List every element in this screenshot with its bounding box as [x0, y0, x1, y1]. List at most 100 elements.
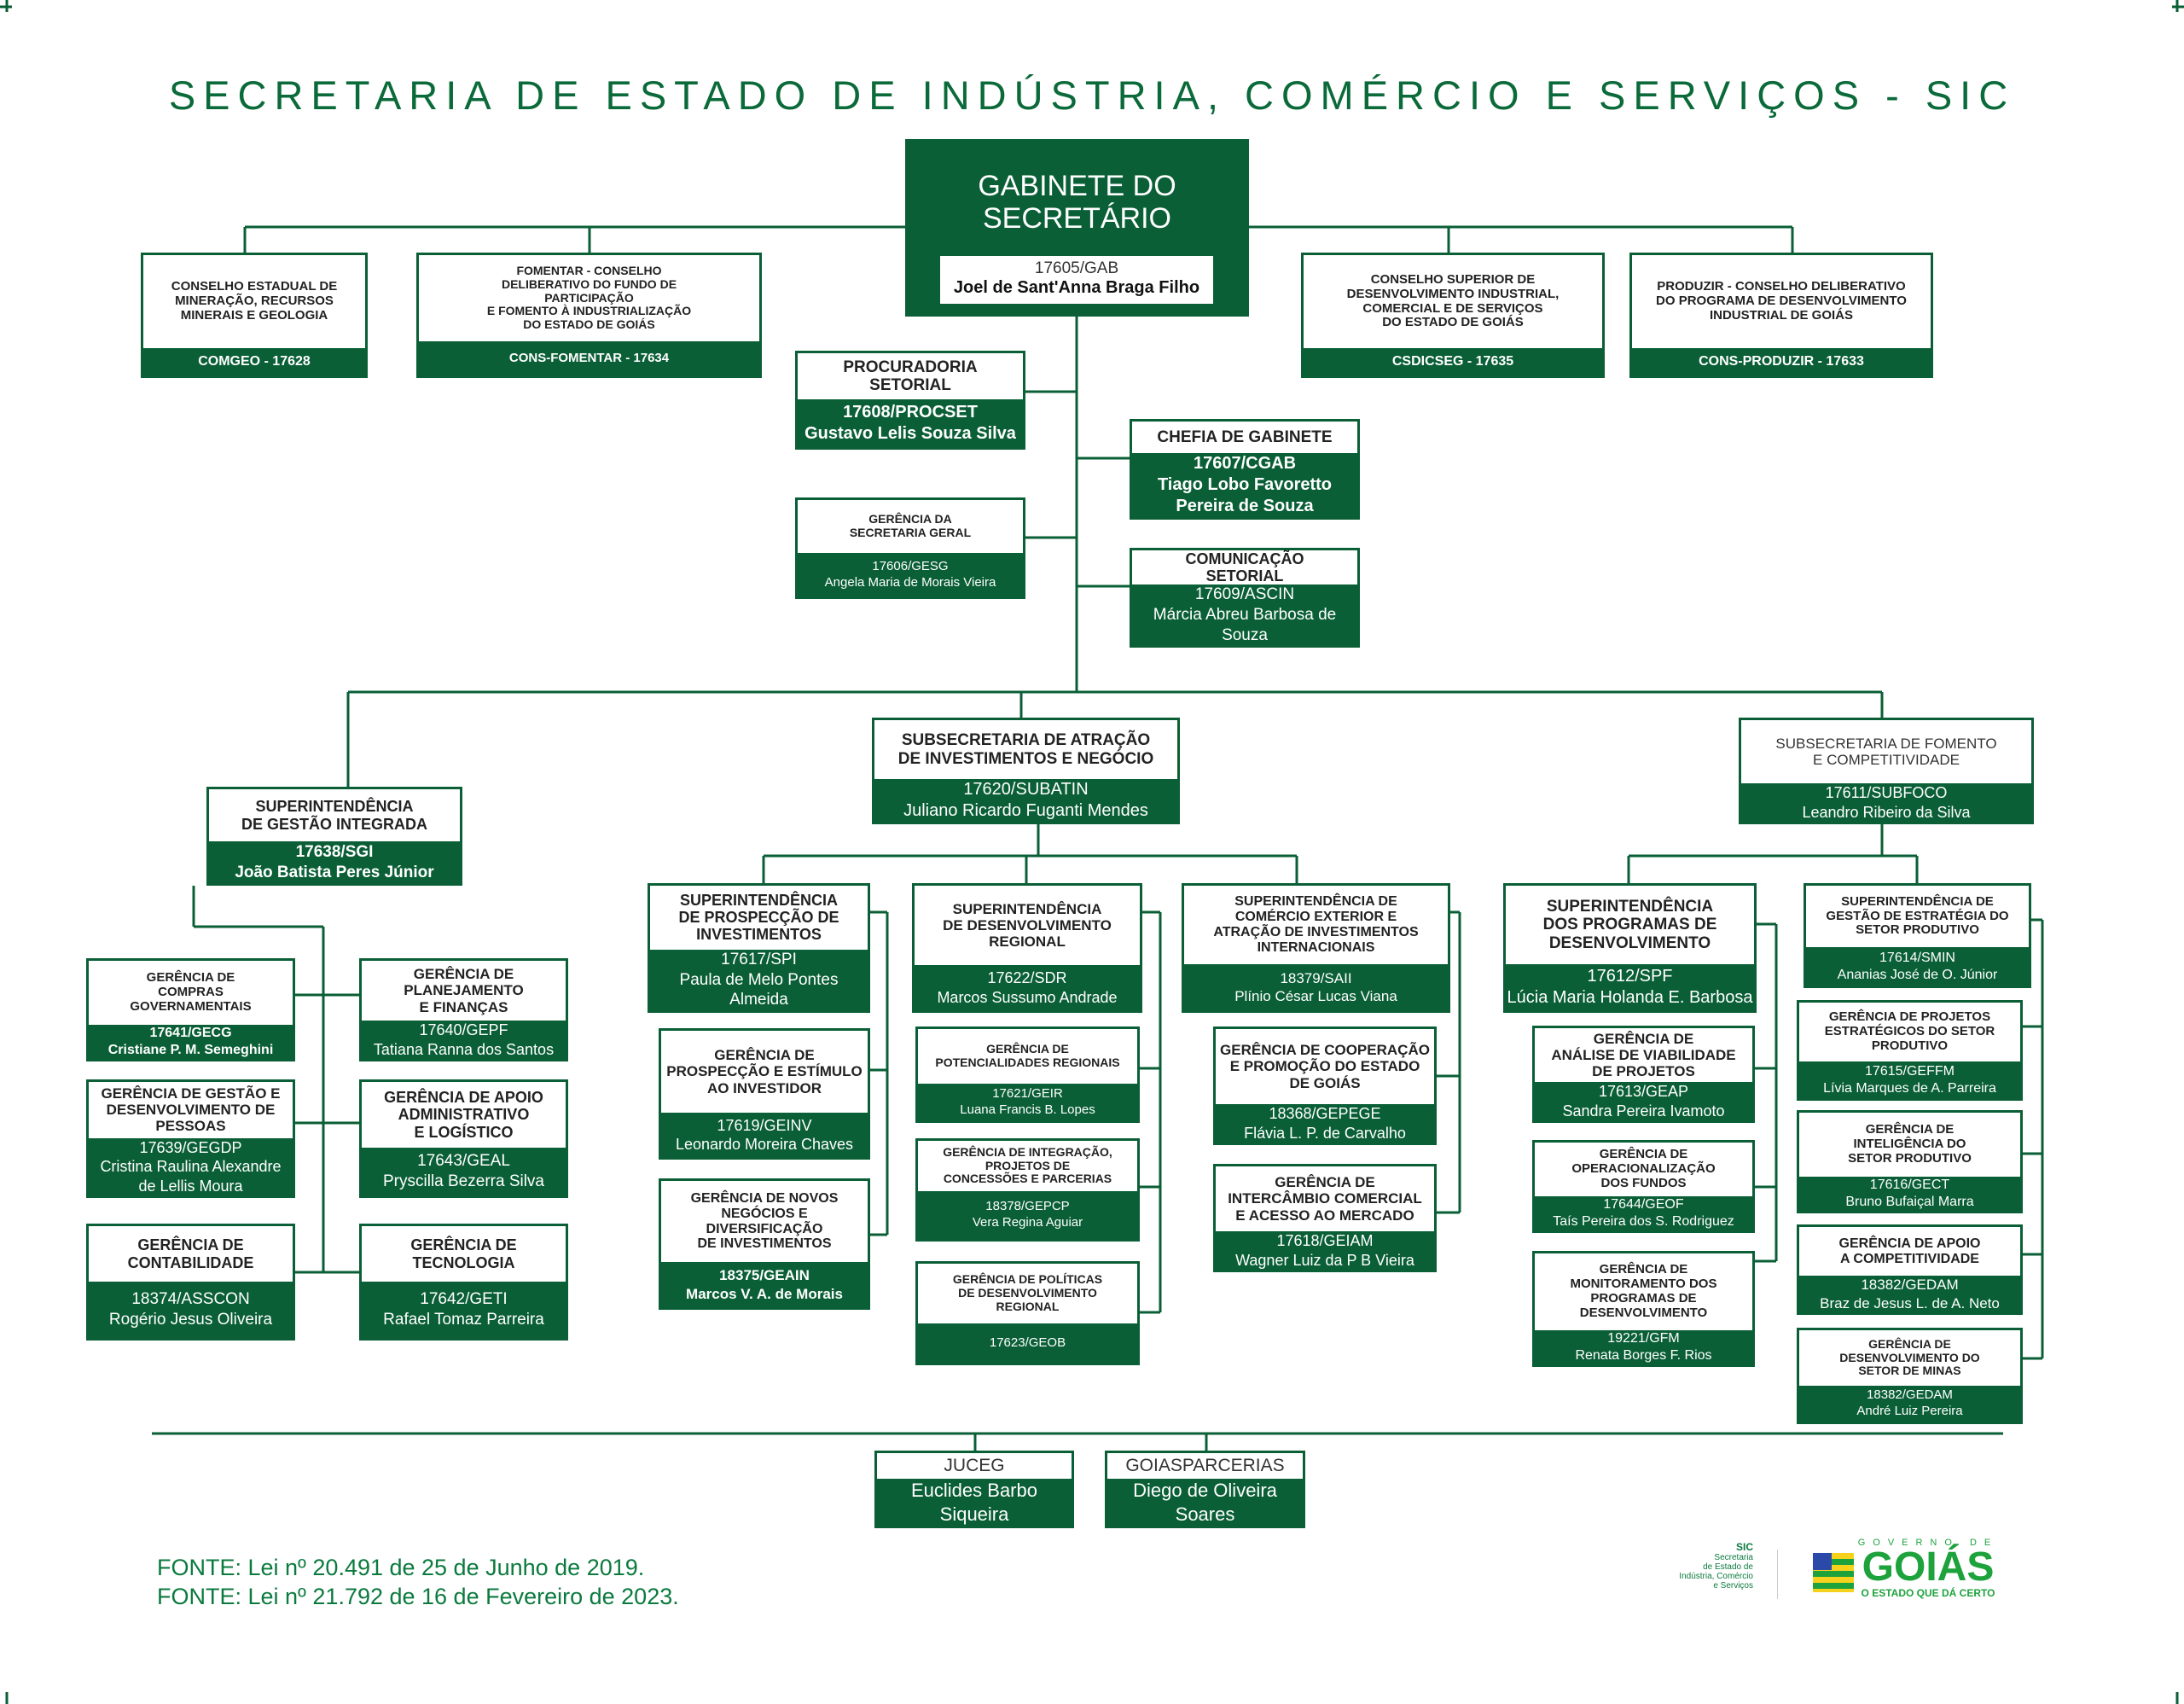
org-box-name: Bruno Bufaiçal Marra — [1845, 1195, 1974, 1209]
gov-top: GOVERNO DE — [1857, 1538, 1999, 1548]
org-box-title: GOIASPARCERIAS — [1107, 1453, 1303, 1479]
org-box-code: 17606/GESG — [872, 558, 949, 573]
org-box-code: 17611/SUBFOCO — [1825, 784, 1948, 801]
org-box-geal[interactable]: GERÊNCIA DE APOIO ADMINISTRATIVO E LOGÍS… — [359, 1079, 568, 1198]
org-box-code: 17612/SPF — [1587, 967, 1673, 986]
org-box-gepege[interactable]: GERÊNCIA DE COOPERAÇÃO E PROMOÇÃO DO EST… — [1213, 1026, 1437, 1145]
org-box-gect[interactable]: GERÊNCIA DE INTELIGÊNCIA DO SETOR PRODUT… — [1797, 1110, 2023, 1213]
org-box-title: GERÊNCIA DE APOIO A COMPETITIVIDADE — [1799, 1227, 2020, 1276]
org-box-details: Diego de Oliveira Soares — [1107, 1479, 1303, 1526]
org-box-title: CONSELHO SUPERIOR DE DESENVOLVIMENTO IND… — [1304, 255, 1602, 348]
org-box-gegdp[interactable]: GERÊNCIA DE GESTÃO E DESENVOLVIMENTO DE … — [86, 1079, 295, 1198]
org-box-subatin[interactable]: SUBSECRETARIA DE ATRAÇÃO DE INVESTIMENTO… — [872, 718, 1180, 824]
org-box-code: 17623/GEOB — [989, 1335, 1066, 1350]
org-box-gepcp[interactable]: GERÊNCIA DE INTEGRAÇÃO, PROJETOS DE CONC… — [915, 1138, 1140, 1242]
org-box-geob[interactable]: GERÊNCIA DE POLÍTICAS DE DESENVOLVIMENTO… — [915, 1261, 1140, 1365]
org-box-sdr[interactable]: SUPERINTENDÊNCIA DE DESENVOLVIMENTO REGI… — [912, 883, 1142, 1013]
org-box-csdicseg[interactable]: CONSELHO SUPERIOR DE DESENVOLVIMENTO IND… — [1301, 253, 1605, 378]
org-box-title: GERÊNCIA DE INTEGRAÇÃO, PROJETOS DE CONC… — [918, 1141, 1137, 1191]
org-box-title: GERÊNCIA DE GESTÃO E DESENVOLVIMENTO DE … — [89, 1082, 293, 1138]
org-box-geain[interactable]: GERÊNCIA DE NOVOS NEGÓCIOS E DIVERSIFICA… — [659, 1178, 870, 1310]
org-box-code: 18379/SAII — [1280, 969, 1352, 986]
org-box-spi[interactable]: SUPERINTENDÊNCIA DE PROSPECÇÃO DE INVEST… — [648, 883, 870, 1013]
org-box-spf[interactable]: SUPERINTENDÊNCIA DOS PROGRAMAS DE DESENV… — [1503, 883, 1757, 1013]
org-box-code: 17643/GEAL — [417, 1152, 510, 1171]
logo-separator — [1777, 1550, 1778, 1599]
org-box-title: GERÊNCIA DE COMPRAS GOVERNAMENTAIS — [89, 961, 293, 1025]
org-box-title: CHEFIA DE GABINETE — [1132, 422, 1357, 453]
org-box-title: GERÊNCIA DE ANÁLISE DE VIABILIDADE DE PR… — [1535, 1028, 1752, 1082]
org-box-details: Euclides Barbo Siqueira — [877, 1479, 1072, 1526]
org-box-title: GERÊNCIA DE APOIO ADMINISTRATIVO E LOGÍS… — [362, 1082, 566, 1148]
org-box-title: GERÊNCIA DE POTENCIALIDADES REGIONAIS — [918, 1029, 1137, 1084]
org-box-produzir[interactable]: PRODUZIR - CONSELHO DELIBERATIVO DO PROG… — [1629, 253, 1933, 378]
org-box-code: CSDICSEG - 17635 — [1391, 354, 1514, 369]
org-box-name: Plínio César Lucas Viana — [1234, 988, 1397, 1004]
org-box-code: 17613/GEAP — [1598, 1083, 1689, 1100]
source-note-1: FONTE: Lei nº 20.491 de 25 de Junho de 2… — [157, 1555, 645, 1580]
org-box-smin[interactable]: SUPERINTENDÊNCIA DE GESTÃO DE ESTRATÉGIA… — [1804, 883, 2031, 988]
org-box-name: Juliano Ricardo Fuganti Mendes — [903, 801, 1148, 820]
org-box-geof[interactable]: GERÊNCIA DE OPERACIONALIZAÇÃO DOS FUNDOS… — [1532, 1140, 1755, 1233]
org-box-geinv[interactable]: GERÊNCIA DE PROSPECÇÃO E ESTÍMULO AO INV… — [659, 1028, 870, 1160]
org-box-geffm[interactable]: GERÊNCIA DE PROJETOS ESTRATÉGICOS DO SET… — [1797, 1000, 2023, 1101]
gabinete-secretario-box[interactable]: GABINETE DO SECRETÁRIO 17605/GAB Joel de… — [905, 139, 1249, 317]
org-box-name: Sandra Pereira Ivamoto — [1562, 1102, 1725, 1120]
org-box-title: SUBSECRETARIA DE ATRAÇÃO DE INVESTIMENTO… — [874, 720, 1177, 779]
org-box-code: 18382/GEDAM — [1861, 1277, 1959, 1294]
org-box-title: SUPERINTENDÊNCIA DOS PROGRAMAS DE DESENV… — [1506, 886, 1754, 964]
org-box-title: GERÊNCIA DE PLANEJAMENTO E FINANÇAS — [362, 961, 566, 1021]
org-box-details: CONS-PRODUZIR - 17633 — [1632, 348, 1931, 375]
sic-logo: SIC Secretaria de Estado de Indústria, C… — [1668, 1542, 1753, 1591]
org-box-saii[interactable]: SUPERINTENDÊNCIA DE COMÉRCIO EXTERIOR E … — [1182, 883, 1450, 1013]
org-box-code: 18368/GEPEGE — [1269, 1105, 1381, 1122]
org-box-gedam2[interactable]: GERÊNCIA DE DESENVOLVIMENTO DO SETOR DE … — [1797, 1328, 2023, 1424]
org-box-fomentar[interactable]: FOMENTAR - CONSELHO DELIBERATIVO DO FUND… — [416, 253, 762, 378]
org-box-title: SUPERINTENDÊNCIA DE DESENVOLVIMENTO REGI… — [915, 886, 1140, 965]
gabinete-code: 17605/GAB — [1034, 259, 1119, 277]
org-box-code: 17640/GEPF — [419, 1021, 508, 1038]
org-box-details: 17623/GEOB — [918, 1323, 1137, 1363]
org-box-gfm[interactable]: GERÊNCIA DE MONITORAMENTO DOS PROGRAMAS … — [1532, 1251, 1755, 1367]
page-title: SECRETARIA DE ESTADO DE INDÚSTRIA, COMÉR… — [168, 73, 2016, 118]
org-box-title: FOMENTAR - CONSELHO DELIBERATIVO DO FUND… — [419, 255, 759, 341]
org-box-geiam[interactable]: GERÊNCIA DE INTERCÂMBIO COMERCIAL E ACES… — [1213, 1164, 1437, 1272]
org-box-subfoco[interactable]: SUBSECRETARIA DE FOMENTO E COMPETITIVIDA… — [1739, 718, 2034, 824]
org-box-name: Renata Borges F. Rios — [1575, 1348, 1712, 1363]
org-box-name: Vera Regina Aguiar — [972, 1215, 1083, 1230]
org-box-details: COMGEO - 17628 — [143, 348, 365, 375]
org-box-name: Marcos Sussumo Andrade — [937, 988, 1118, 1006]
org-box-code: 17619/GEINV — [717, 1116, 812, 1134]
org-box-code: 18375/GEAIN — [719, 1267, 810, 1284]
org-box-comgeo[interactable]: CONSELHO ESTADUAL DE MINERAÇÃO, RECURSOS… — [141, 253, 368, 378]
org-box-geap[interactable]: GERÊNCIA DE ANÁLISE DE VIABILIDADE DE PR… — [1532, 1026, 1755, 1123]
org-box-title: GERÊNCIA DE POLÍTICAS DE DESENVOLVIMENTO… — [918, 1264, 1137, 1323]
org-box-title: GERÊNCIA DE OPERACIONALIZAÇÃO DOS FUNDOS — [1535, 1143, 1752, 1196]
